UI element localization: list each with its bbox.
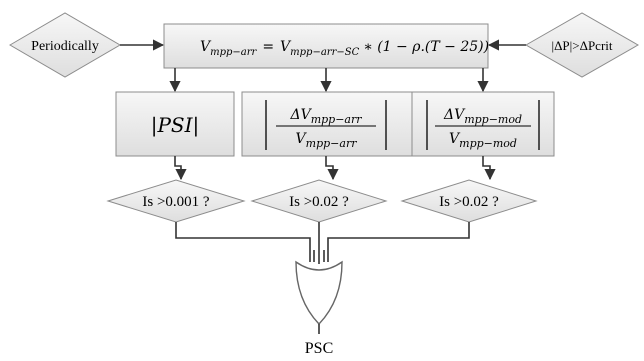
mod-ratio-box [411, 91, 555, 157]
decision-psi-diamond [106, 179, 246, 223]
psi-text: |PSI| [151, 113, 200, 138]
equation-box [163, 23, 489, 69]
decision-arr-diamond [250, 179, 388, 223]
mod-denominator: Vmpp−mod [449, 131, 517, 150]
psc-output-label: PSC [305, 340, 333, 357]
wire-psi-to-or [175, 222, 311, 262]
decision-arr-label: Is >0.02 ? [289, 194, 349, 210]
periodically-label: Periodically [31, 39, 99, 54]
arr-ratio-box [241, 91, 413, 157]
psi-box [115, 91, 235, 157]
decision-mod-label: Is >0.02 ? [439, 194, 499, 210]
or-gate [295, 260, 343, 326]
decision-mod-diamond [400, 179, 538, 223]
delta-p-label: |ΔP|>ΔPcrit [551, 38, 612, 53]
arrow-psi-to-decision [174, 156, 187, 181]
arr-denominator: Vmpp−arr [296, 131, 358, 150]
decision-psi-label: Is >0.001 ? [142, 194, 210, 210]
arrow-mod-to-decision [482, 156, 496, 181]
equation-text: Vmpp−arr=Vmpp−arr−SC∗ (1 − ρ.(T − 25)) [200, 39, 489, 58]
mod-numerator: ΔVmpp−mod [443, 107, 522, 126]
wire-mod-to-or [327, 222, 470, 262]
mod-ratio-fraction: ΔVmpp−mod Vmpp−mod [426, 100, 540, 150]
arrow-arr-to-decision [325, 156, 339, 181]
arr-numerator: ΔVmpp−arr [289, 107, 362, 126]
delta-p-diamond [524, 12, 640, 78]
arr-ratio-fraction: ΔVmpp−arr Vmpp−arr [265, 100, 387, 150]
